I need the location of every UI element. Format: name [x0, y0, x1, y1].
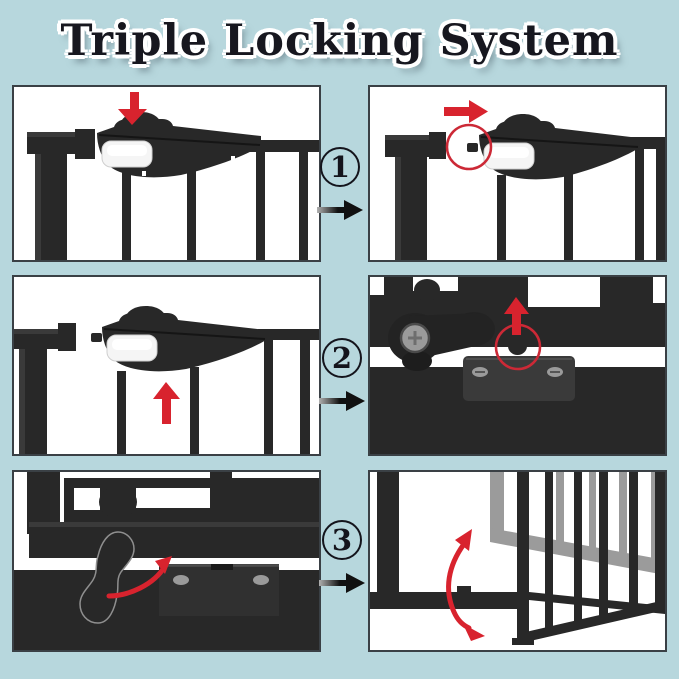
bottom-latch-pin-illustration: [370, 277, 665, 454]
red-down-arrow-icon: [118, 92, 147, 125]
gate-bars-right: [629, 137, 665, 260]
gate-open-black: [512, 472, 665, 645]
panel-lock-handle-lift: [12, 275, 321, 456]
lock-handle: [97, 112, 261, 178]
latch-mount-plate: [159, 564, 279, 616]
gate-bar: [210, 472, 232, 524]
red-up-arrow-icon: [153, 382, 180, 424]
latch-lever-rotated: [79, 531, 135, 624]
gate-bars-right: [246, 140, 319, 260]
gate-bars-below: [497, 169, 573, 260]
gate-bars-below: [117, 367, 199, 454]
step-2-badge: 2: [322, 338, 362, 378]
lever-knob: [402, 351, 432, 371]
gate-bars-below: [122, 167, 196, 260]
red-curved-arrow-icon: [106, 556, 172, 599]
right-arrow-icon: [317, 200, 363, 220]
right-arrow-icon: [319, 391, 365, 411]
wall-mount-left: [14, 323, 76, 454]
step-2: 2: [316, 338, 368, 411]
hinge-knuckle: [99, 486, 137, 518]
lock-handle: [479, 114, 639, 180]
panel-lock-handle-press: [12, 85, 321, 262]
panel-bottom-latch-lever: [12, 470, 321, 652]
step-3-badge: 3: [322, 520, 362, 560]
latch-mount-plate: [463, 356, 575, 401]
latch-pin: [508, 334, 527, 355]
red-right-arrow-icon: [444, 100, 488, 123]
red-circle-highlight: [445, 123, 493, 171]
page-title: Triple Locking System: [60, 16, 619, 66]
step-1-badge: 1: [320, 147, 360, 187]
right-arrow-icon: [319, 573, 365, 593]
lock-handle-lift-illustration: [14, 306, 319, 454]
lever-screw: [399, 322, 431, 354]
wall-frame-left: [370, 472, 520, 609]
gate-bottom-rail-front: [29, 522, 319, 558]
bottom-latch-lever-illustration: [14, 472, 319, 650]
step-3: 3: [316, 520, 368, 593]
red-up-arrow-icon: [504, 297, 529, 335]
red-double-curved-arrow-icon: [446, 529, 485, 641]
step-1: 1: [314, 147, 366, 220]
gate-swing-open-illustration: [370, 472, 665, 645]
panel-gate-swing-open: [368, 470, 667, 652]
latch-peg: [467, 143, 478, 152]
panel-lock-handle-slide: [368, 85, 667, 262]
latch-peg: [91, 333, 102, 342]
lock-handle: [102, 306, 266, 372]
wall-mount-left: [27, 129, 95, 260]
lock-handle-slide-illustration: [385, 100, 665, 260]
gate-bars-right: [258, 329, 319, 454]
lock-handle-press-illustration: [27, 92, 319, 260]
panel-bottom-latch-pin: [368, 275, 667, 456]
wall-mount-left: [385, 132, 446, 260]
